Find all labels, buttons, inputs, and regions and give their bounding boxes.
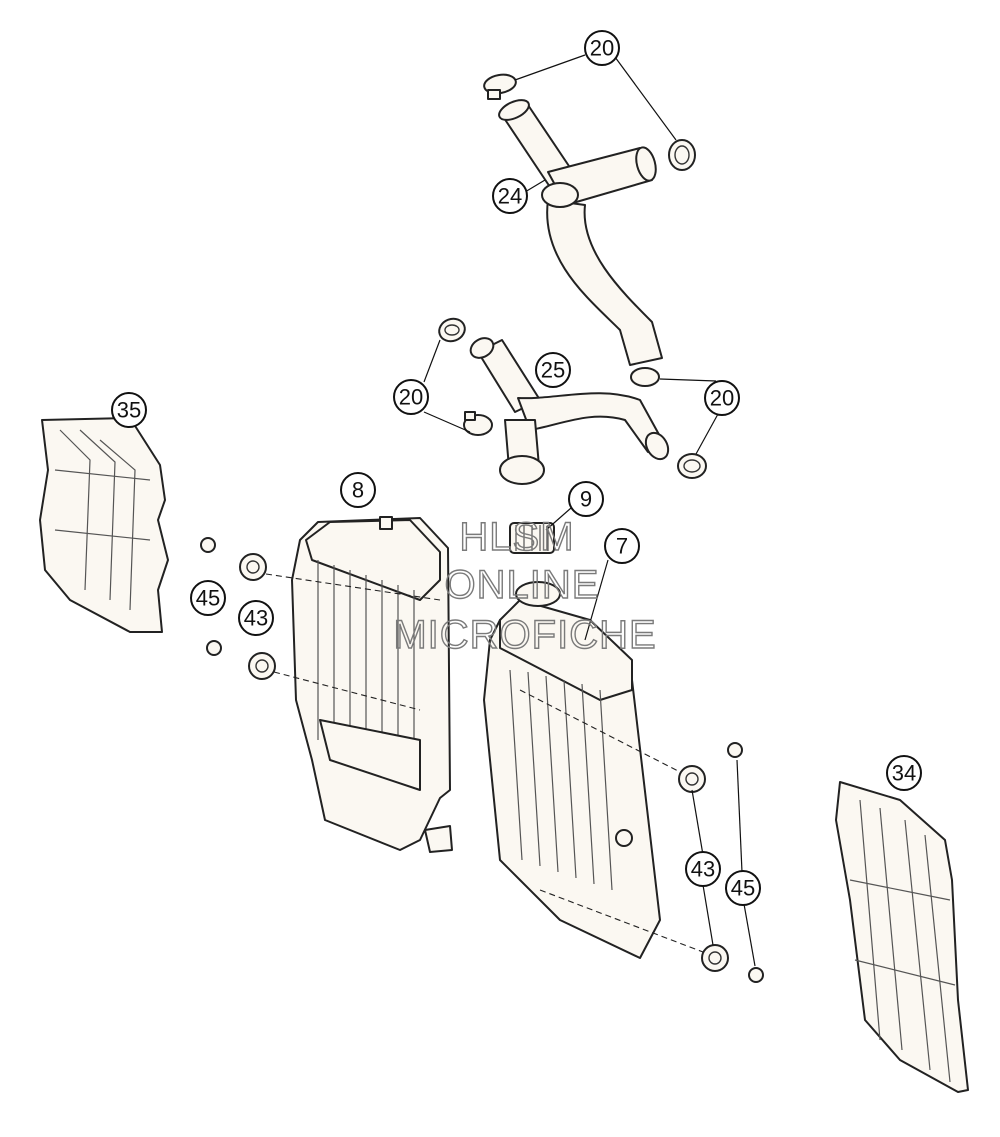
grommet-right-lower — [701, 944, 729, 972]
grommet-left-upper — [239, 553, 267, 581]
upper-hose-24 — [498, 99, 663, 366]
leader-lines — [423, 54, 756, 967]
callout-35: 35 — [111, 392, 147, 428]
callout-25: 25 — [535, 352, 571, 388]
callout-7-label: 7 — [616, 534, 628, 559]
radiator-cap-9 — [509, 522, 555, 554]
screw-right-upper — [727, 742, 743, 758]
callout-25-label: 25 — [541, 358, 565, 383]
callout-20-top: 20 — [584, 30, 620, 66]
assembly-lines — [265, 573, 704, 953]
hose-clamp-right-upper — [630, 367, 660, 387]
hose-clamp-top-left — [483, 73, 517, 100]
callout-43-right: 43 — [685, 851, 721, 887]
callout-35-label: 35 — [117, 398, 141, 423]
watermark-line-1: HLSM — [459, 515, 574, 559]
grommet-right-upper — [678, 765, 706, 793]
callout-34-label: 34 — [892, 761, 916, 786]
callout-8: 8 — [340, 472, 376, 508]
callout-24-label: 24 — [498, 184, 522, 209]
callout-43-right-label: 43 — [691, 857, 715, 882]
callout-20-right-label: 20 — [710, 386, 734, 411]
callout-43-left: 43 — [238, 600, 274, 636]
screw-left-lower — [206, 640, 222, 656]
grommet-left-lower — [248, 652, 276, 680]
callout-9-label: 9 — [580, 487, 592, 512]
hose-clamp-right-lower — [677, 453, 707, 479]
hose-clamp-left-lower — [463, 411, 493, 436]
radiator-louver-34 — [835, 781, 969, 1093]
callout-24: 24 — [492, 178, 528, 214]
hose-clamp-left-upper — [438, 317, 466, 343]
callout-20-top-label: 20 — [590, 36, 614, 61]
watermark-line-2: ONLINE — [445, 563, 600, 607]
callout-45-right-label: 45 — [731, 876, 755, 901]
callout-20-left: 20 — [393, 379, 429, 415]
callout-7: 7 — [604, 528, 640, 564]
radiator-left-8 — [291, 516, 453, 853]
callout-34: 34 — [886, 755, 922, 791]
watermark-line-3: MICROFICHE — [393, 613, 656, 657]
callout-43-left-label: 43 — [244, 606, 268, 631]
screw-left-upper — [200, 537, 216, 553]
callout-45-left: 45 — [190, 580, 226, 616]
callout-9: 9 — [568, 481, 604, 517]
watermark: HLSM ONLINE MICROFICHE — [393, 514, 657, 657]
screw-right-lower — [748, 967, 764, 983]
callout-45-right: 45 — [725, 870, 761, 906]
callout-8-label: 8 — [352, 478, 364, 503]
radiator-louver-35 — [39, 417, 169, 633]
callout-20-right: 20 — [704, 380, 740, 416]
callout-20-left-label: 20 — [399, 385, 423, 410]
callout-45-left-label: 45 — [196, 586, 220, 611]
lower-hose-25 — [469, 337, 670, 485]
hose-clamp-top-right — [668, 139, 696, 171]
radiator-right-7 — [483, 581, 661, 959]
